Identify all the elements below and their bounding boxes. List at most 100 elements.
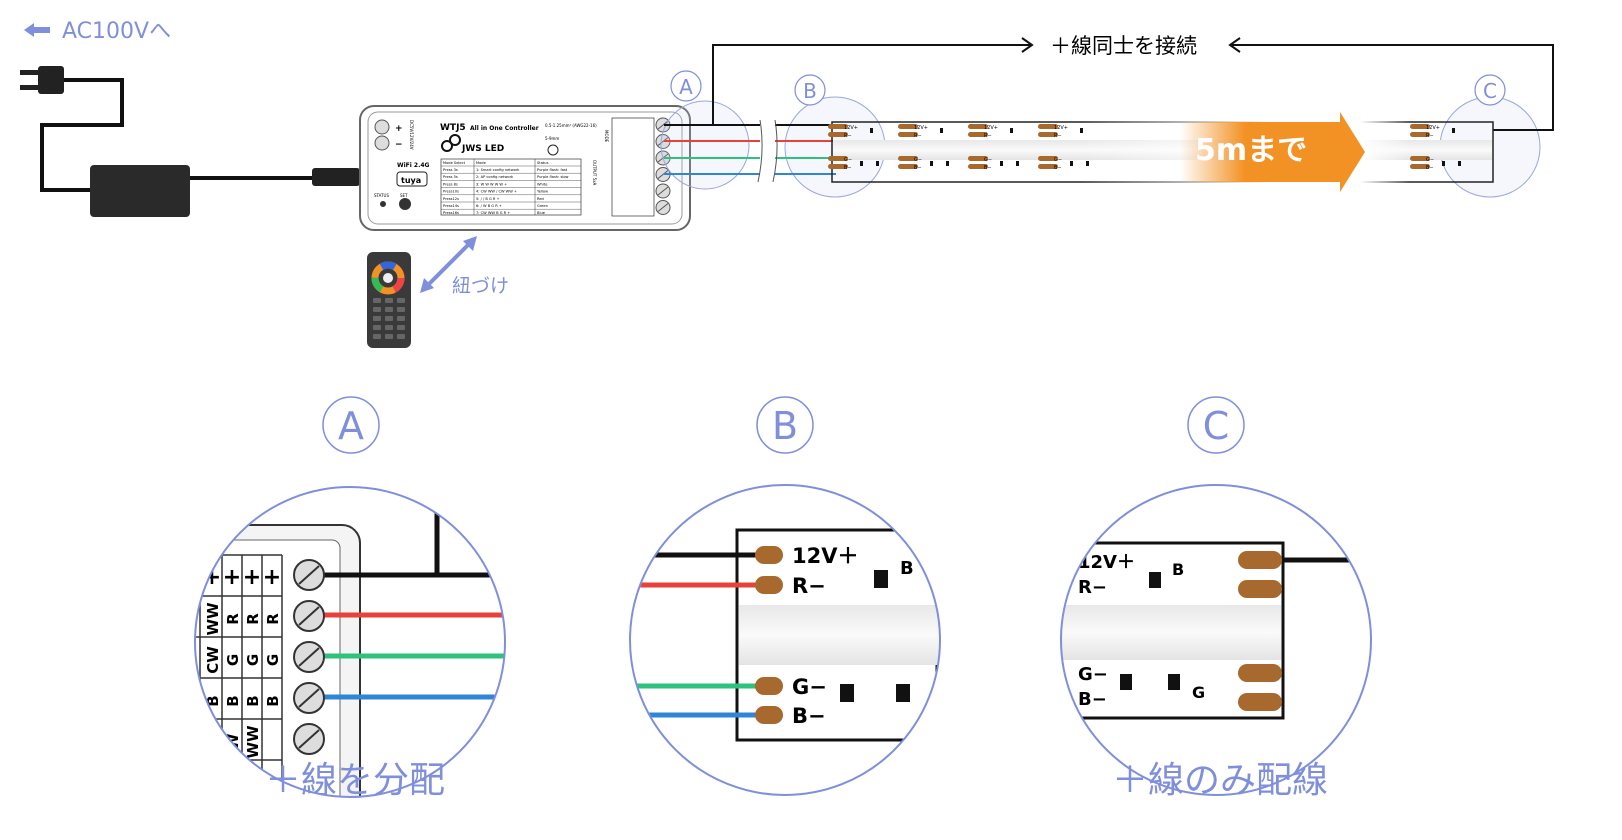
pad-label: 12V+ xyxy=(844,125,858,131)
led-strip: 5mまで 12V+R−G−B−12V+R−G−B−12V+R−G−B−12V+R… xyxy=(828,112,1494,192)
led-chip xyxy=(940,128,943,133)
led-chip xyxy=(1010,128,1013,133)
remote-key[interactable] xyxy=(385,298,393,303)
solder-pad xyxy=(1038,132,1058,137)
svg-text:−: − xyxy=(395,140,403,150)
table-cell: 4: CW WW / CW WW + xyxy=(476,190,517,194)
solder-pad xyxy=(1038,124,1058,129)
led-chip xyxy=(1442,161,1445,166)
solder-pad xyxy=(898,156,918,161)
tuya-logo: tuya xyxy=(401,176,421,185)
svg-text:B: B xyxy=(900,558,914,579)
terminal-label: B xyxy=(244,695,262,706)
pad-label: G− xyxy=(1054,157,1062,163)
led-chip xyxy=(1452,128,1455,133)
svg-text:B: B xyxy=(803,79,817,103)
remote-key[interactable] xyxy=(385,325,393,330)
pad-label: G− xyxy=(914,157,922,163)
status-led xyxy=(380,201,386,207)
arrow-left-icon xyxy=(1228,37,1241,53)
terminal-label: WW xyxy=(204,602,222,636)
table-cell: 5: / / B G R + xyxy=(476,197,500,201)
remote-key[interactable] xyxy=(373,334,381,339)
solder-pad xyxy=(828,156,848,161)
terminal-label: B xyxy=(204,695,222,706)
table-cell: Purple flash: slow xyxy=(537,175,569,179)
svg-text:B−: B− xyxy=(792,704,826,728)
terminal-label: B xyxy=(224,695,242,706)
marker-c xyxy=(1474,74,1506,106)
svg-text:DC5V/12V/24V: DC5V/12V/24V xyxy=(409,120,414,150)
pad-label: 12V+ xyxy=(984,125,998,131)
terminal-label: G xyxy=(224,654,242,666)
table-cell: 6: / W B G R + xyxy=(476,204,502,208)
remote-key[interactable] xyxy=(397,298,405,303)
table-cell: Red xyxy=(537,197,544,201)
controller: +− DC5V/12V/24V WTJ5 All in One Controll… xyxy=(359,105,691,231)
terminal-label: W xyxy=(204,733,222,750)
solder-pad xyxy=(898,132,918,137)
terminal-label: + xyxy=(243,565,261,590)
svg-text:WiFi 2.4G: WiFi 2.4G xyxy=(397,162,430,169)
remote-key[interactable] xyxy=(397,307,405,312)
screw-terminal xyxy=(374,135,390,151)
led-chip xyxy=(870,128,873,133)
controller-model: WTJ5 xyxy=(440,123,466,133)
table-cell: 3: W W W W W + xyxy=(476,182,507,186)
arrow-left-icon xyxy=(24,23,50,37)
solder-pad xyxy=(1038,156,1058,161)
pad-label: G− xyxy=(844,157,852,163)
svg-text:5-9mm: 5-9mm xyxy=(545,136,559,141)
remote-key[interactable] xyxy=(373,316,381,321)
pad-label: B− xyxy=(984,165,992,171)
solder-pad xyxy=(1410,164,1430,169)
solder-pad xyxy=(898,124,918,129)
solder-pad xyxy=(1410,124,1430,129)
table-cell: Press 5s xyxy=(443,175,458,179)
svg-text:All in One Controller: All in One Controller xyxy=(470,125,539,132)
remote-key[interactable] xyxy=(373,298,381,303)
plus-connect-bracket: ＋線同士を接続 xyxy=(712,34,1554,131)
svg-text:G: G xyxy=(1192,683,1205,702)
remote-key[interactable] xyxy=(385,334,393,339)
pad-label: R− xyxy=(1426,133,1434,139)
terminal-label: G xyxy=(264,654,282,666)
remote-key[interactable] xyxy=(385,307,393,312)
detail-label-c: C xyxy=(1203,404,1230,448)
svg-text:OUTPUT 5xA: OUTPUT 5xA xyxy=(592,160,597,185)
remote-key[interactable] xyxy=(397,325,405,330)
marker-b xyxy=(794,74,826,106)
screw-terminal xyxy=(374,119,390,135)
table-cell: 2: AP config network xyxy=(476,175,514,179)
remote-control[interactable] xyxy=(367,252,411,348)
led-chip xyxy=(1458,161,1461,166)
svg-text:A: A xyxy=(679,75,693,99)
pad-label: R− xyxy=(1054,133,1062,139)
detail-label-b: B xyxy=(772,404,798,448)
table-cell: Press16s xyxy=(443,211,459,215)
remote-key[interactable] xyxy=(373,307,381,312)
pse-mark-icon xyxy=(547,144,559,156)
terminal-label: + xyxy=(223,565,241,590)
table-cell: Green xyxy=(537,204,548,208)
remote-key[interactable] xyxy=(397,334,405,339)
svg-text:Mode Select: Mode Select xyxy=(443,161,466,165)
led-chip xyxy=(1080,128,1083,133)
terminal-label: CW xyxy=(204,646,222,674)
terminal-label: R xyxy=(244,613,262,625)
solder-pad xyxy=(1410,156,1430,161)
remote-key[interactable] xyxy=(385,316,393,321)
solder-pad xyxy=(968,124,988,129)
remote-key[interactable] xyxy=(397,316,405,321)
led-chip xyxy=(946,161,949,166)
remote-key[interactable] xyxy=(373,325,381,330)
set-button[interactable] xyxy=(399,198,411,210)
pad-label: G− xyxy=(984,157,992,163)
svg-text:12V＋: 12V＋ xyxy=(792,544,858,568)
table-cell: Press 8s xyxy=(443,182,458,186)
led-chip xyxy=(1070,161,1073,166)
detail-c: 12V＋R− G−B− BG ＋線のみ配線 xyxy=(1060,484,1372,801)
